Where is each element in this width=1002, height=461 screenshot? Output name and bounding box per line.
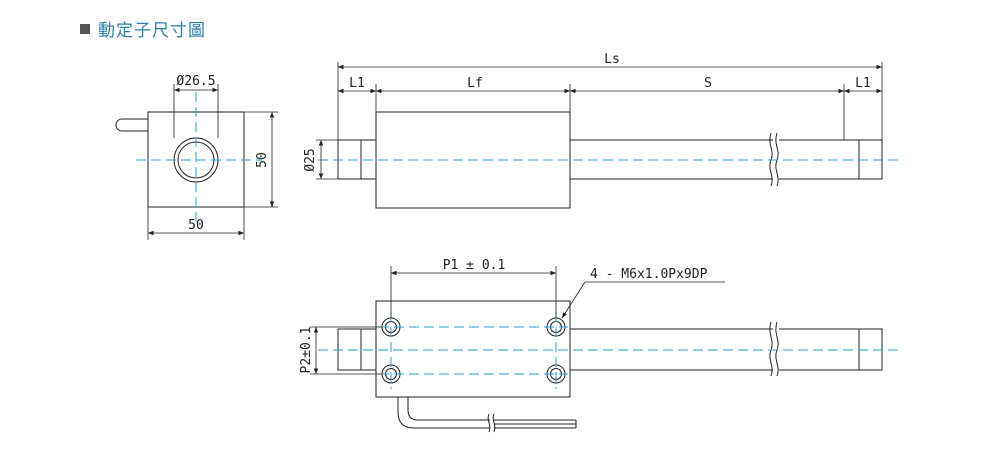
side-view: Ø26.5 50 50 (115, 74, 278, 240)
slider-body-top (375, 300, 571, 398)
side-height-label: 50 (255, 152, 270, 168)
hole-callout-leader (561, 281, 586, 319)
rod-diameter-label: Ø25 (303, 148, 318, 171)
side-diameter-label: Ø26.5 (176, 74, 215, 89)
top-break-mark-2 (775, 321, 779, 377)
cable-wires (494, 419, 577, 429)
square-bullet-icon (80, 23, 90, 34)
cable-stub (115, 118, 148, 132)
lf-label: Lf (467, 76, 483, 91)
section-title: 動定子尺寸圖 (80, 16, 206, 41)
side-width-label: 50 (188, 218, 204, 233)
s-label: S (704, 76, 712, 91)
top-rod-body (570, 328, 773, 371)
section-title-text: 動定子尺寸圖 (98, 21, 206, 41)
p1-label: P1 ± 0.1 (443, 258, 506, 273)
l1-left-label: L1 (349, 76, 365, 91)
cable-inner (407, 397, 490, 421)
hole-callout-label: 4 - M6x1.0Px9DP (590, 267, 708, 282)
cable-break-1 (487, 413, 491, 433)
cable-outer (397, 397, 490, 429)
p2-label: P2±0.1 (299, 327, 314, 374)
ls-label: Ls (604, 52, 620, 67)
top-break-mark-1 (769, 321, 773, 377)
top-view: P1 ± 0.1 P2±0.1 4 - M6x1.0Px9DP (299, 258, 898, 433)
front-view: Ls L1 Lf S L1 Ø25 (303, 52, 898, 209)
l1-right-label: L1 (855, 76, 871, 91)
cable-break-2 (492, 413, 496, 433)
